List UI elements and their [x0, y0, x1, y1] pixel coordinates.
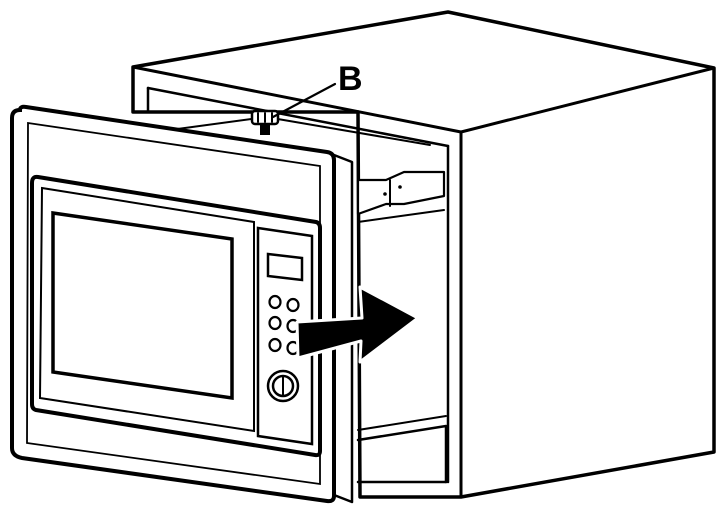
- microwave-window: [51, 210, 234, 401]
- control-button[interactable]: [268, 294, 282, 310]
- interior-support-rail: [356, 170, 446, 216]
- control-display: [266, 252, 304, 282]
- cabinet: [131, 10, 716, 499]
- screw: [250, 109, 280, 135]
- cabinet-opening-top: [146, 86, 450, 148]
- insert-arrow-icon: [295, 285, 420, 364]
- callout-label-b: B: [338, 60, 363, 98]
- control-button[interactable]: [286, 297, 300, 313]
- rail-hole-2: [398, 185, 402, 189]
- interior-floor: [356, 424, 448, 484]
- control-button[interactable]: [268, 337, 282, 353]
- interior-rail-back: [357, 209, 445, 223]
- microwave: [10, 104, 354, 504]
- control-button[interactable]: [268, 315, 282, 331]
- interior-floor-inner: [357, 415, 447, 431]
- knob-icon[interactable]: [266, 369, 300, 403]
- rail-hole-1: [383, 192, 387, 196]
- callout-leader-line: [271, 82, 337, 119]
- microwave-trim-inner: [26, 121, 321, 486]
- microwave-door-inner-edge: [38, 186, 255, 433]
